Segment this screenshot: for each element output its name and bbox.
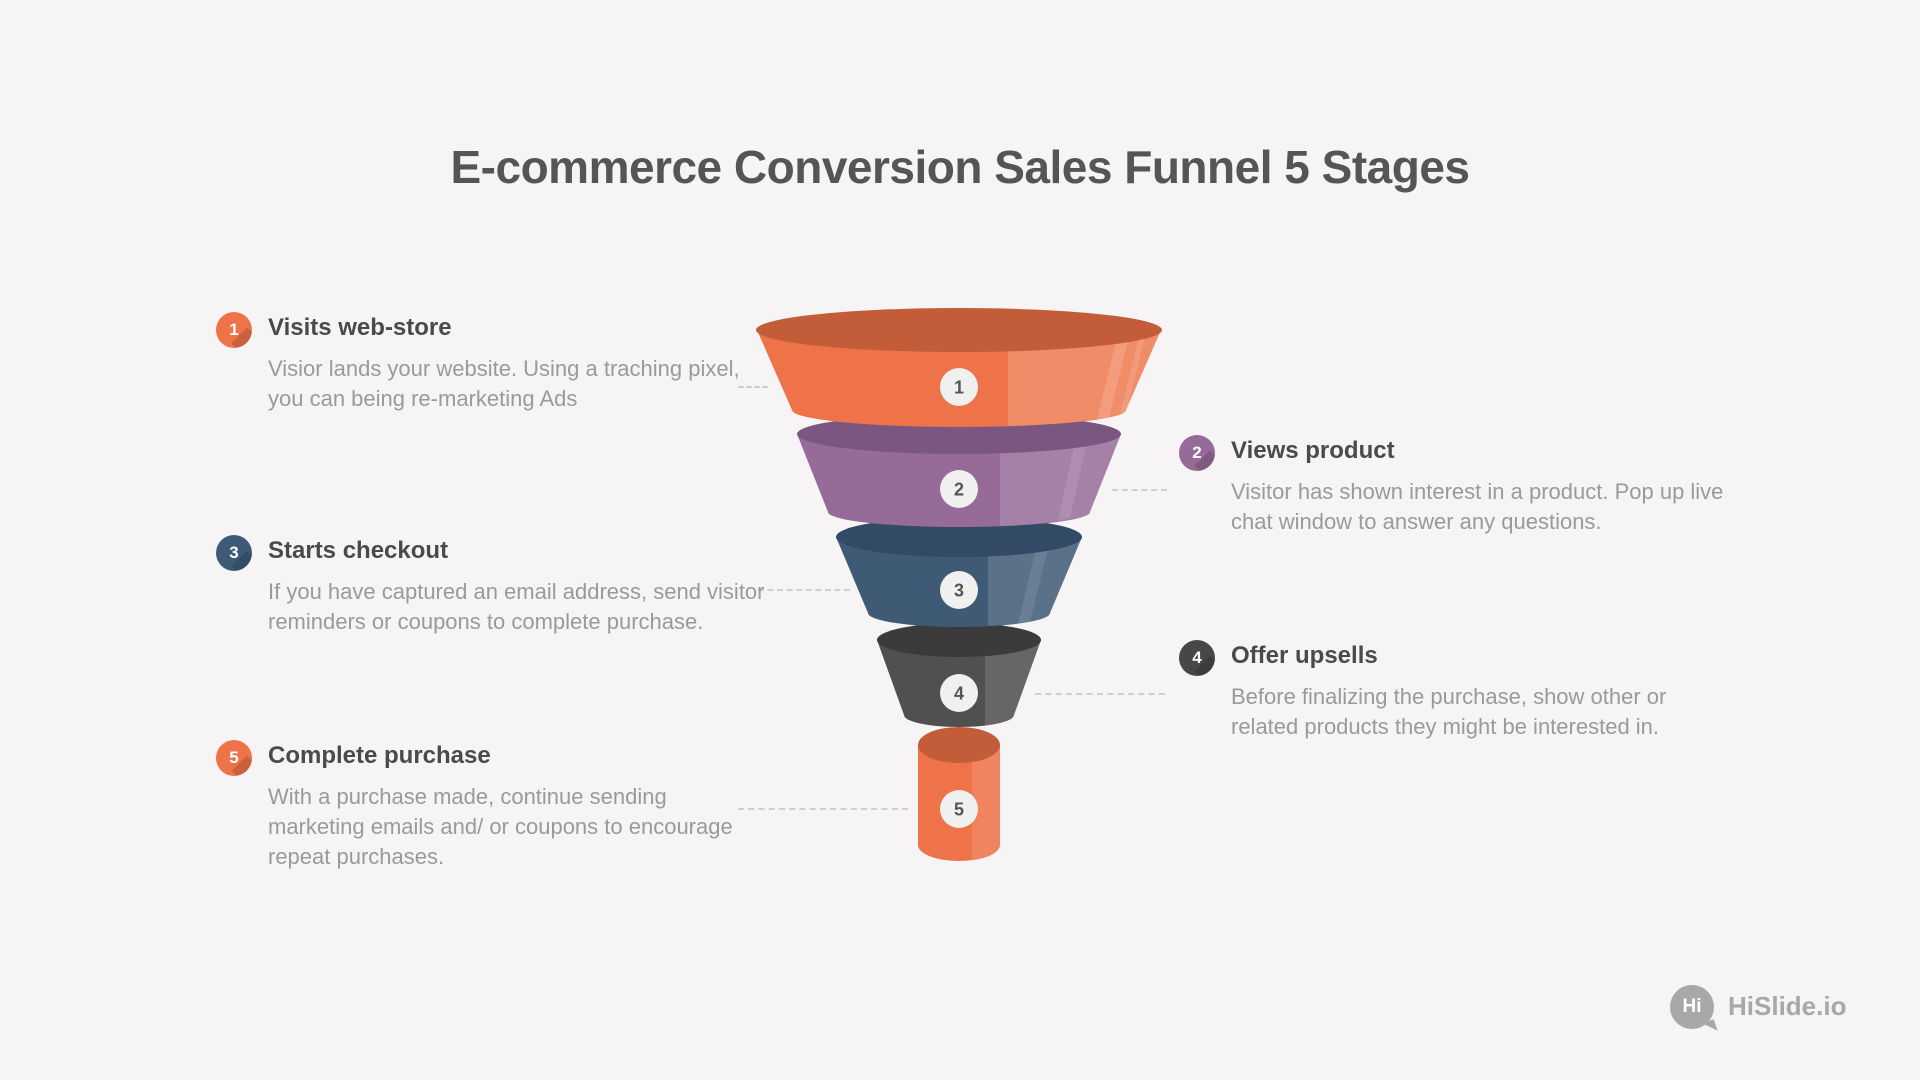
svg-text:3: 3 xyxy=(954,581,964,601)
stage-1-heading: Visits web-store xyxy=(268,314,452,341)
funnel-number-5: 5 xyxy=(940,790,978,828)
stage-1-description: Visior lands your website. Using a trach… xyxy=(268,356,740,411)
svg-text:5: 5 xyxy=(954,800,964,820)
leader-line-2 xyxy=(1112,489,1167,491)
logo-name: HiSlide.io xyxy=(1728,991,1847,1021)
svg-text:1: 1 xyxy=(954,378,964,398)
stage-5-badge: 5 xyxy=(216,740,252,776)
logo-badge-icon: Hi xyxy=(1670,985,1714,1029)
leader-line-3 xyxy=(758,589,850,591)
stage-3-description: If you have captured an email address, s… xyxy=(268,579,765,634)
stage-4-heading: Offer upsells xyxy=(1231,642,1378,669)
leader-line-4 xyxy=(1035,693,1165,695)
funnel-number-4: 4 xyxy=(940,674,978,712)
stage-2-heading: Views product xyxy=(1231,437,1395,464)
svg-text:4: 4 xyxy=(954,684,964,704)
funnel-number-1: 1 xyxy=(940,368,978,406)
funnel-layer-1 xyxy=(756,308,1162,427)
stage-3-heading: Starts checkout xyxy=(268,537,449,564)
stage-2-description: Visitor has shown interest in a product.… xyxy=(1231,479,1724,534)
funnel-layer-4 xyxy=(877,623,1041,727)
stage-4-badge: 4 xyxy=(1179,640,1215,676)
funnel-number-2: 2 xyxy=(940,470,978,508)
stage-5-heading: Complete purchase xyxy=(268,742,491,769)
funnel-number-3: 3 xyxy=(940,571,978,609)
stage-3-badge: 3 xyxy=(216,535,252,571)
svg-text:2: 2 xyxy=(954,480,964,500)
page-title: E-commerce Conversion Sales Funnel 5 Sta… xyxy=(450,141,1470,193)
stage-1-badge: 1 xyxy=(216,312,252,348)
stage-4-description: Before finalizing the purchase, show oth… xyxy=(1231,684,1667,739)
leader-line-1 xyxy=(738,386,768,388)
stage-2-badge: 2 xyxy=(1179,435,1215,471)
leader-line-5 xyxy=(738,808,908,810)
stage-5-description: With a purchase made, continue sending m… xyxy=(268,784,733,869)
